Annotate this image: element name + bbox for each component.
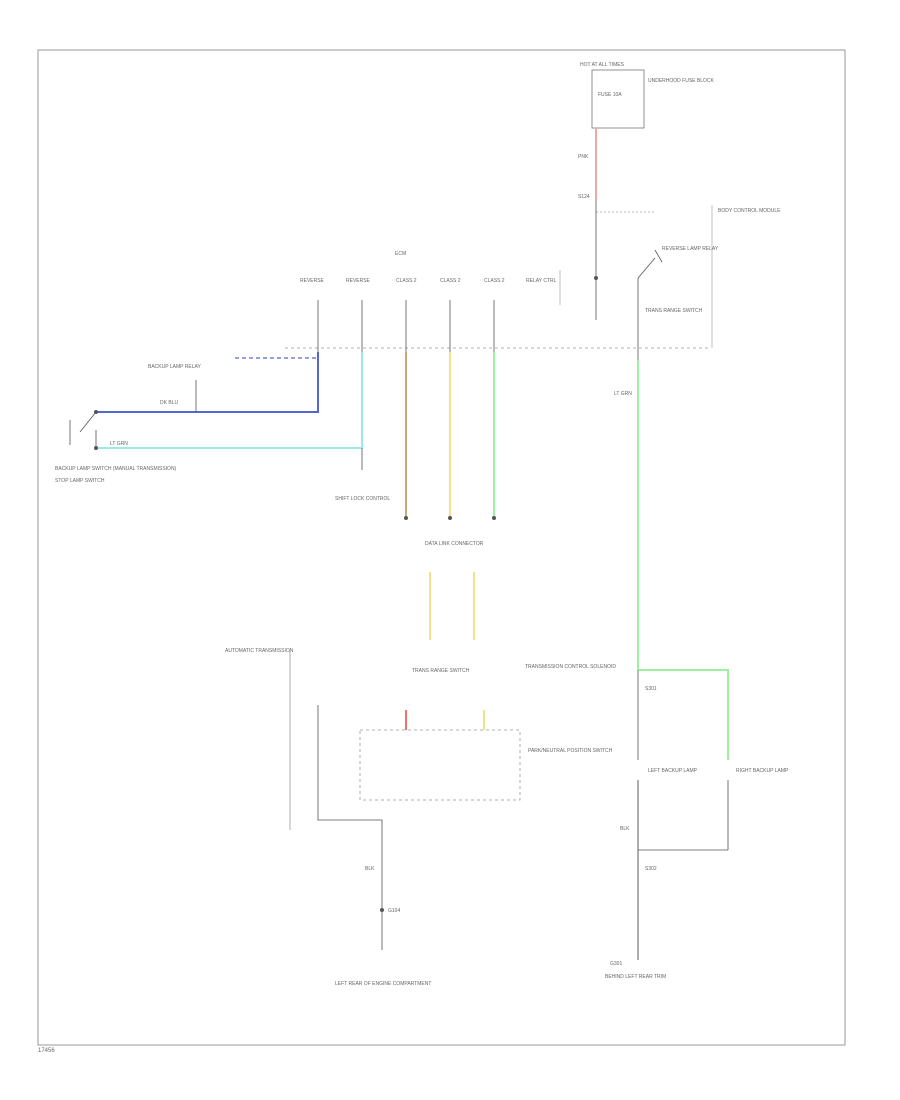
brake-switch-label: STOP LAMP SWITCH	[55, 478, 105, 484]
blk1-label: BLK	[365, 866, 375, 872]
ecm-pin-d: CLASS 2	[440, 278, 461, 284]
right-lamp-label: RIGHT BACKUP LAMP	[736, 768, 789, 774]
switch-box	[359, 729, 521, 801]
ecm-pin-f: RELAY CTRL	[526, 278, 557, 284]
left-lamp-label: LEFT BACKUP LAMP	[648, 768, 698, 774]
backup-switch-label: BACKUP LAMP SWITCH (MANUAL TRANSMISSION)	[55, 466, 177, 472]
ground-right: G301	[610, 961, 622, 967]
dark-blue-wire	[96, 352, 319, 413]
ecm-label: ECM	[395, 251, 406, 257]
ecm-pin-c: CLASS 2	[396, 278, 417, 284]
reverse-fuse-label: FUSE 10A	[598, 92, 622, 98]
shift-ctrl-label: SHIFT LOCK CONTROL	[335, 496, 390, 502]
light-blue-wire	[96, 352, 363, 449]
dkblu-label: DK BLU	[160, 400, 178, 406]
right-splice-label: S301	[645, 686, 657, 692]
ecm-pin-e: CLASS 2	[484, 278, 505, 284]
reverse-relay-label: REVERSE LAMP RELAY	[662, 246, 719, 252]
ecm-pin-a: REVERSE	[300, 278, 325, 284]
lamp-green-branch	[638, 669, 729, 760]
bcm-note-label: BODY CONTROL MODULE	[718, 208, 781, 214]
trans-pins-label: TRANS RANGE SWITCH	[412, 668, 470, 674]
ltgrn-left-label: LT GRN	[110, 441, 128, 447]
transmission-ctrl-label: TRANSMISSION CONTROL SOLENOID	[525, 664, 616, 670]
trans-auto-label: AUTOMATIC TRANSMISSION	[225, 648, 294, 654]
footer-code: 17456	[38, 1048, 55, 1054]
splice-top-dot	[594, 276, 598, 280]
ecm-pins: REVERSE REVERSE CLASS 2 CLASS 2 CLASS 2 …	[300, 278, 557, 284]
pink-wire-label: PNK	[578, 154, 589, 160]
fuse-block-label: HOT AT ALL TIMES	[580, 62, 625, 68]
fuse-block-box	[591, 69, 645, 129]
diagram-frame	[37, 49, 846, 1046]
splice-top-label: S124	[578, 194, 590, 200]
ground-right-label: BEHIND LEFT REAR TRIM	[605, 974, 666, 980]
underhood-fuse-label: UNDERHOOD FUSE BLOCK	[648, 78, 715, 84]
backup-switch-symbol	[69, 411, 97, 448]
backup-relay-label: BACKUP LAMP RELAY	[148, 364, 201, 370]
ltgrn-right-label: LT GRN	[614, 391, 632, 397]
trans-range-label: TRANS RANGE SWITCH	[645, 308, 703, 314]
ground-left: G104	[388, 908, 400, 914]
relay-switch-symbol	[637, 249, 663, 279]
splice-bottom-label: S302	[645, 866, 657, 872]
blk2-label: BLK	[620, 826, 630, 832]
data-link-label: DATA LINK CONNECTOR	[425, 541, 484, 547]
ecm-pin-b: REVERSE	[346, 278, 371, 284]
switch-ground-wire	[317, 705, 383, 950]
ecm-pin-stubs	[317, 300, 495, 352]
park-neutral-label: PARK/NEUTRAL POSITION SWITCH	[528, 748, 613, 754]
ground-label: LEFT REAR OF ENGINE COMPARTMENT	[335, 981, 431, 987]
